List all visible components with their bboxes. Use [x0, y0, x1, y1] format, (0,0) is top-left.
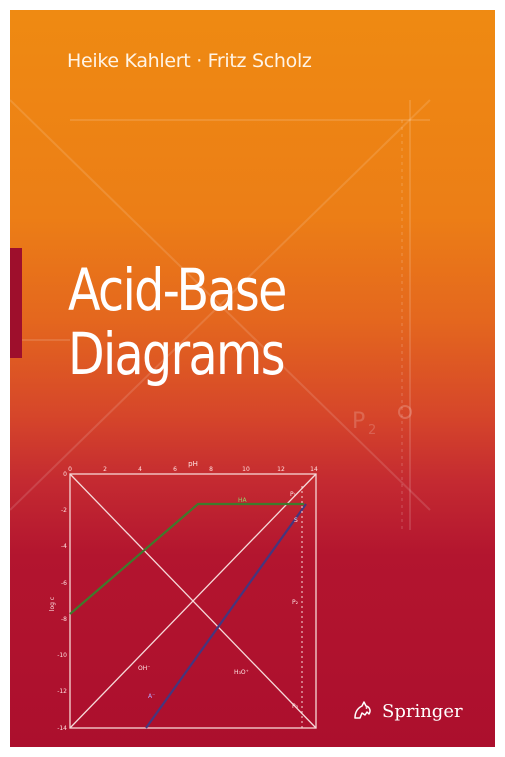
watermark-p-subscript: 2	[368, 423, 376, 438]
publisher-logo: Springer	[350, 698, 463, 724]
y-tick: -4	[61, 543, 67, 550]
publisher-name: Springer	[382, 700, 463, 722]
p3-label: P₃	[292, 703, 299, 710]
y-tick: 0	[63, 471, 67, 478]
x-tick: 14	[310, 466, 318, 473]
title-line-1: Acid-Base	[68, 256, 287, 324]
ha-label: HA	[238, 497, 248, 504]
cover-spine-tab	[10, 248, 22, 358]
ha-line	[69, 502, 304, 615]
x-tick: 6	[173, 466, 177, 473]
title-line-2: Diagrams	[68, 320, 286, 388]
x-tick: 10	[242, 466, 250, 473]
x-axis-label: pH	[188, 460, 198, 468]
oh-label: OH⁻	[138, 665, 150, 672]
a-line	[145, 503, 307, 729]
springer-horse-icon	[354, 701, 371, 719]
oh-line	[69, 473, 317, 729]
y-tick: -8	[61, 616, 67, 623]
y-axis-label: log c	[49, 597, 56, 611]
s-label: S	[294, 517, 298, 524]
acid-base-diagram: pH 0 2 4 6 8 10 12 14 0 -2 -4 -6 -8 -10 …	[49, 460, 318, 732]
y-tick: -10	[57, 652, 67, 659]
y-tick: -6	[61, 580, 67, 587]
a-label: A⁻	[148, 693, 155, 700]
watermark-p-label: P	[352, 409, 365, 434]
x-tick: 0	[68, 466, 72, 473]
y-tick: -12	[57, 688, 67, 695]
x-tick: 8	[209, 466, 213, 473]
book-title: Acid-Base Diagrams	[68, 256, 287, 388]
x-tick: 2	[103, 466, 107, 473]
y-tick: -2	[61, 507, 67, 514]
h3o-label: H₃O⁺	[234, 669, 249, 676]
author-names: Heike Kahlert · Fritz Scholz	[67, 50, 312, 72]
p2-label: P₂	[292, 599, 299, 606]
y-tick: -14	[57, 725, 67, 732]
book-cover: P 2 Heike Kahlert · Fritz Scholz Acid-Ba…	[10, 10, 495, 747]
x-tick: 4	[138, 466, 142, 473]
diagram-frame	[69, 473, 317, 729]
p1-label: P₁	[290, 491, 297, 498]
background-watermark-diagram: P 2	[10, 99, 431, 530]
x-tick: 12	[277, 466, 285, 473]
